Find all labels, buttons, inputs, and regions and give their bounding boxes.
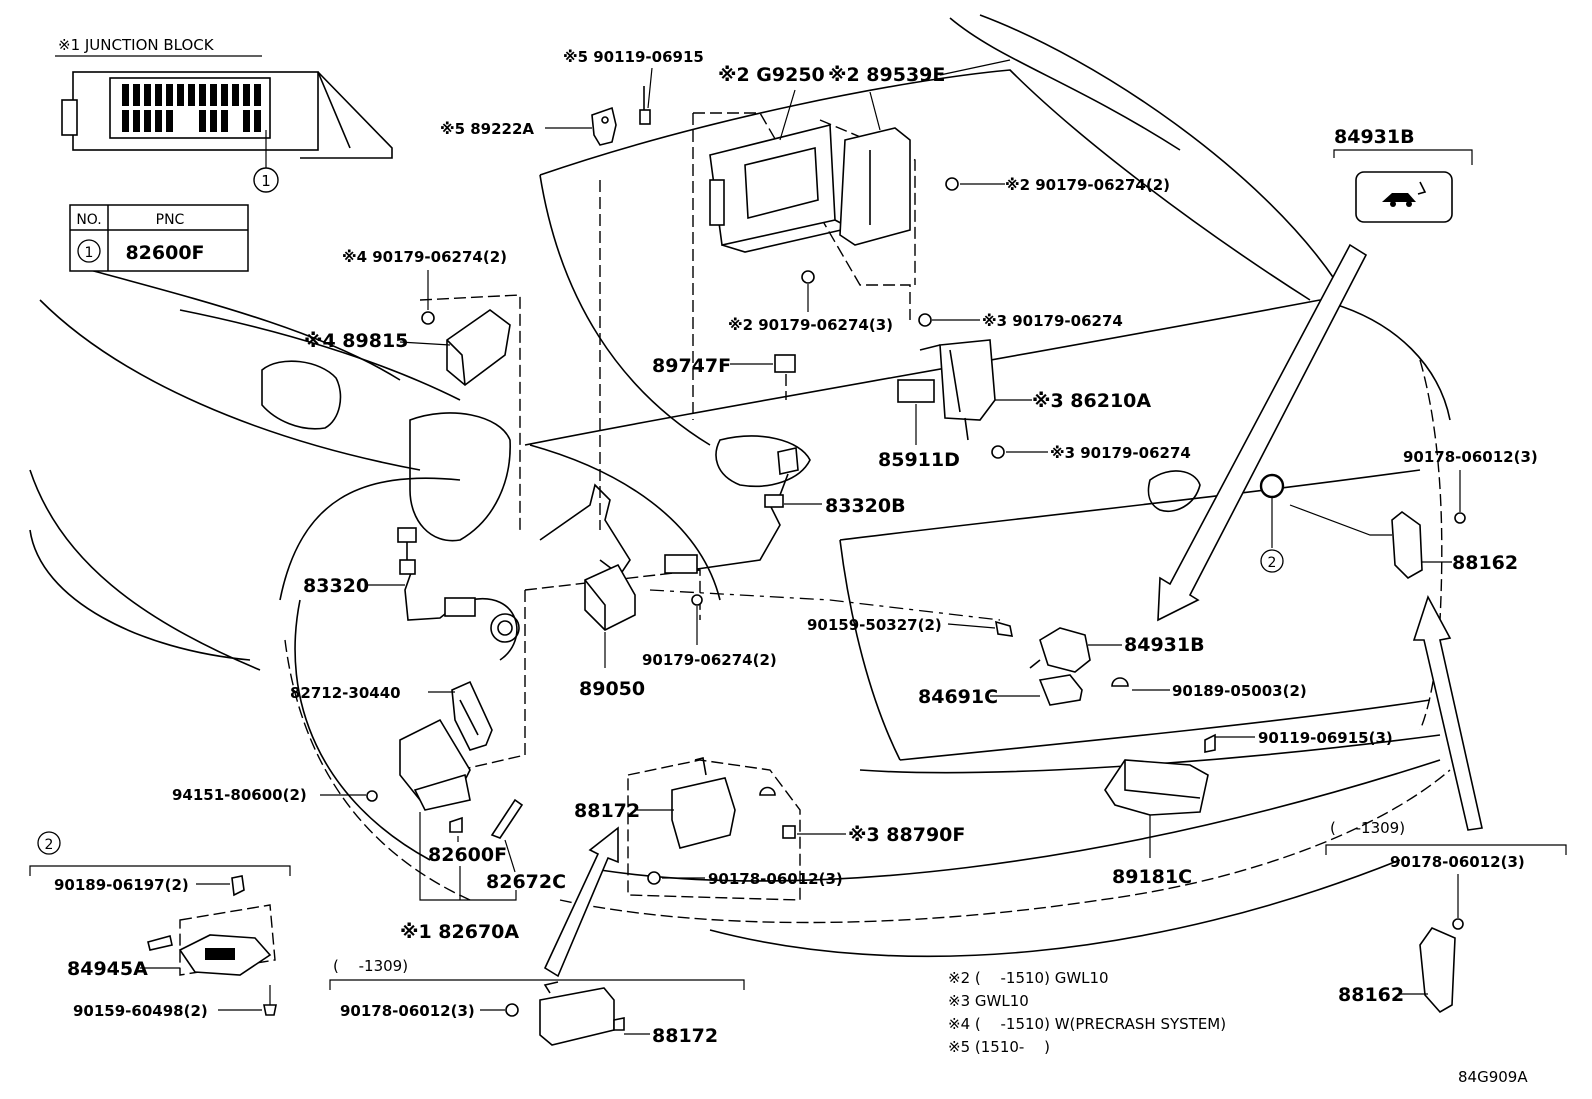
footnotes: ※2 ( -1510) GWL10 ※3 GWL10 ※4 ( -1510) W…: [948, 969, 1226, 1056]
pnc-table-header-pnc: PNC: [156, 212, 185, 228]
label-88162-bottom[interactable]: 88162: [1338, 984, 1404, 1006]
part-89181C-illustration: [1104, 733, 1216, 816]
label-86210A[interactable]: ※3 86210A: [1032, 390, 1151, 412]
label-88162-mid[interactable]: 88162: [1452, 552, 1518, 574]
part-82712-30440-illustration: [451, 680, 493, 751]
label-89181C[interactable]: 89181C: [1112, 866, 1192, 888]
part-83320B-illustration: [664, 447, 799, 574]
arrow-to-88162: [1412, 594, 1483, 831]
label-88790F[interactable]: ※3 88790F: [848, 824, 965, 846]
part-89222A-illustration: [591, 86, 651, 146]
label-88172-mid[interactable]: 88172: [574, 800, 640, 822]
arrow-to-84931B: [1157, 243, 1368, 622]
label-89222A[interactable]: ※5 89222A: [440, 120, 534, 138]
label-84931B-top[interactable]: 84931B: [1334, 126, 1415, 148]
group-outlines: [419, 112, 1001, 901]
pnc-table: NO. PNC 1 82600F: [69, 204, 249, 272]
label-89050[interactable]: 89050: [579, 678, 645, 700]
part-G9250-illustration: [709, 123, 911, 253]
label-90189-05003[interactable]: 90189-05003(2): [1172, 682, 1307, 700]
label-88172-bottom[interactable]: 88172: [652, 1025, 718, 1047]
callout-circle-1[interactable]: [253, 167, 279, 193]
nut-90179-06274-right: [945, 177, 959, 191]
label-90179-06274-sw3-top[interactable]: ※3 90179-06274: [982, 312, 1123, 330]
label-90178-06012-3-bottomright[interactable]: 90178-06012(3): [1390, 853, 1525, 871]
callout-2-detail-number: 2: [45, 837, 54, 853]
label-83320[interactable]: 83320: [303, 575, 369, 597]
callout-circle-2-body[interactable]: [1259, 473, 1285, 499]
label-90178-06012-3-right[interactable]: 90178-06012(3): [1403, 448, 1538, 466]
part-84931B-symbol: [1333, 149, 1473, 223]
label-90119-06915-top[interactable]: ※5 90119-06915: [563, 48, 704, 66]
label-90189-06197[interactable]: 90189-06197(2): [54, 876, 189, 894]
label-84931B[interactable]: 84931B: [1124, 634, 1205, 656]
callout-number-1: 1: [261, 172, 271, 190]
callout-circle-2-ref[interactable]: [1260, 549, 1284, 573]
label-82670A[interactable]: ※1 82670A: [400, 921, 519, 943]
footnote-1: ※2 ( -1510) GWL10: [948, 969, 1109, 987]
fuse-slots: [122, 84, 261, 132]
label-89539E[interactable]: ※2 89539E: [828, 64, 945, 86]
range-label-bottom-left: ( -1309): [333, 957, 408, 975]
pnc-table-header-no: NO.: [76, 212, 101, 228]
label-90179-06274-2-right[interactable]: ※2 90179-06274(2): [1005, 176, 1170, 194]
label-90179-06274-2-sw4[interactable]: ※4 90179-06274(2): [342, 248, 507, 266]
part-88162-mid-illustration: [1391, 510, 1466, 579]
junction-block-illustration: [61, 71, 393, 159]
junction-block-title: ※1 JUNCTION BLOCK: [58, 36, 215, 54]
pnc-table-row-no: 1: [85, 245, 94, 261]
label-90159-60498[interactable]: 90159-60498(2): [73, 1002, 208, 1020]
label-84691C[interactable]: 84691C: [918, 686, 998, 708]
footnote-2: ※3 GWL10: [948, 992, 1029, 1010]
label-90159-50327[interactable]: 90159-50327(2): [807, 616, 942, 634]
label-90178-06012-3-bottomleft[interactable]: 90178-06012(3): [340, 1002, 475, 1020]
label-G9250[interactable]: ※2 G9250: [718, 64, 825, 86]
label-83320B[interactable]: 83320B: [825, 495, 906, 517]
label-89747F[interactable]: 89747F: [652, 355, 731, 377]
range-label-bottom-right: ( -1309): [1330, 819, 1405, 837]
label-90179-06274-3[interactable]: ※2 90179-06274(3): [728, 316, 893, 334]
pnc-table-row-pnc[interactable]: 82600F: [125, 242, 204, 264]
part-84931B-illustration: [995, 620, 1129, 706]
label-90179-06274-2-mid[interactable]: 90179-06274(2): [642, 651, 777, 669]
vehicle-body-outline: [29, 14, 1451, 958]
part-88172-bottom-illustration: [505, 981, 625, 1046]
label-85911D[interactable]: 85911D: [878, 449, 960, 471]
callout-circle-2-detail: [37, 831, 61, 855]
junction-block-group: ※1 JUNCTION BLOCK: [55, 36, 393, 193]
label-84945A[interactable]: 84945A: [67, 958, 148, 980]
label-94151-80600[interactable]: 94151-80600(2): [172, 786, 307, 804]
part-82670A-illustration: [399, 718, 524, 839]
label-82672C[interactable]: 82672C: [486, 871, 566, 893]
part-86210A-illustration: [897, 313, 1005, 459]
footnote-4: ※5 (1510- ): [948, 1038, 1050, 1056]
label-89815[interactable]: ※4 89815: [304, 330, 408, 352]
callout-2-detail: 2 90189-06197(2) 84945A 90159-60498(2): [29, 831, 291, 1020]
part-83320-illustration: [397, 527, 476, 621]
part-88172-mid-illustration: [647, 757, 796, 885]
part-88162-bottom-illustration: [1419, 918, 1464, 1014]
label-90119-06915-3[interactable]: 90119-06915(3): [1258, 729, 1393, 747]
label-90178-06012-3-mid[interactable]: 90178-06012(3): [708, 870, 843, 888]
label-90179-06274-sw3-bot[interactable]: ※3 90179-06274: [1050, 444, 1191, 462]
part-89050-illustration: [539, 483, 636, 631]
part-89815-illustration: [421, 309, 511, 387]
label-82712-30440[interactable]: 82712-30440: [290, 684, 401, 702]
footnote-3: ※4 ( -1510) W(PRECRASH SYSTEM): [948, 1015, 1226, 1033]
arrow-to-88172: [543, 826, 619, 978]
callout-2-ref-number: 2: [1268, 555, 1277, 571]
diagram-code: 84G909A: [1458, 1068, 1528, 1086]
label-82600F[interactable]: 82600F: [428, 844, 507, 866]
